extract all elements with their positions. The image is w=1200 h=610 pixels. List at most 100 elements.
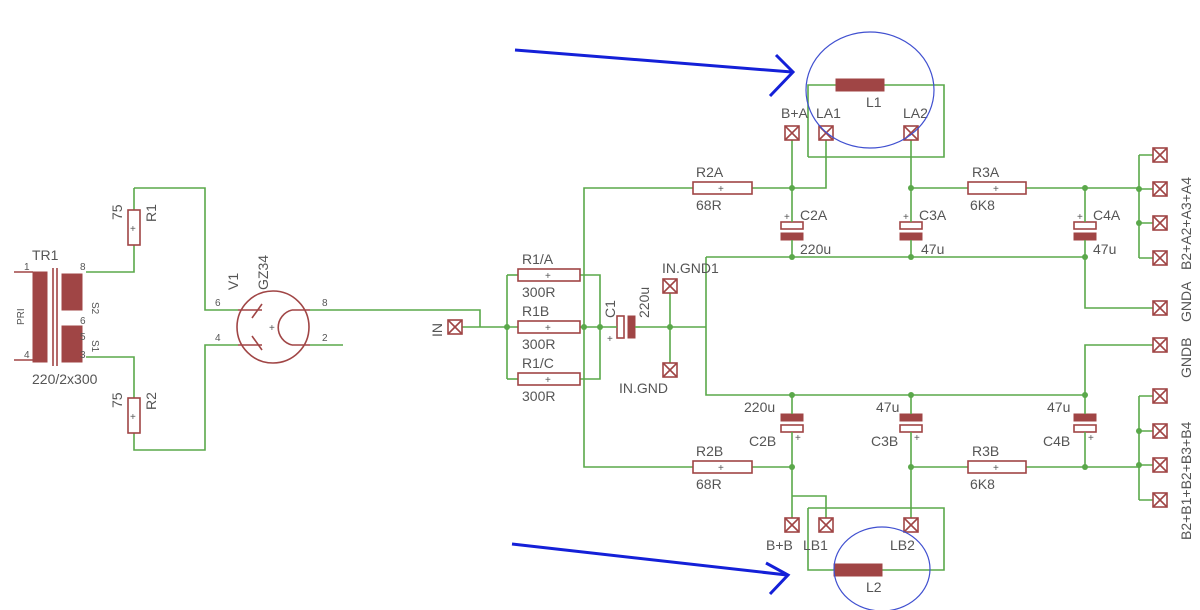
tr1-pin-4: 4 — [24, 350, 30, 361]
output-gnda-label: GNDA — [1178, 281, 1194, 322]
arrow-to-l1 — [514, 48, 793, 74]
c3b-ref: C3B — [871, 433, 898, 449]
c2b-value: 220u — [744, 399, 775, 415]
in-gnd1-pad: IN.GND1 — [662, 260, 719, 294]
r1b-ref: R1B — [522, 303, 549, 319]
v1-pin-6: 6 — [215, 298, 221, 309]
c4b-value: 47u — [1047, 399, 1070, 415]
l2-ref: L2 — [866, 579, 882, 595]
r2b-ref: R2B — [696, 443, 723, 459]
resistor-r3b: + R3B 6K8 — [967, 443, 1027, 492]
tr1-pin-1: 1 — [24, 262, 30, 273]
c2a-ref: C2A — [800, 207, 828, 223]
r1-value: 75 — [109, 204, 125, 220]
junction-dots — [504, 185, 1142, 470]
c3b-plus: + — [914, 433, 920, 444]
resistor-r2b: + R2B 68R — [692, 443, 753, 492]
resistor-r1: + 75 R1 — [109, 204, 159, 246]
r1b-value: 300R — [522, 336, 555, 352]
r2b-value: 68R — [696, 476, 722, 492]
r2a-plus: + — [718, 184, 724, 195]
r1a-value: 300R — [522, 284, 555, 300]
input-label: IN — [429, 323, 445, 337]
r1c-value: 300R — [522, 388, 555, 404]
resistor-r1b: + R1B 300R — [517, 303, 581, 352]
c1-ref: C1 — [602, 300, 618, 318]
c4b-plus: + — [1088, 433, 1094, 444]
resistor-r1c: + R1/C 300R — [517, 355, 581, 404]
r3a-ref: R3A — [972, 164, 1000, 180]
resistor-r2a: + R2A 68R — [692, 164, 753, 213]
v1-plus: + — [269, 323, 275, 334]
tr1-pin-3: 3 — [80, 350, 86, 361]
c3a-value: 47u — [921, 241, 944, 257]
v1-pin-4: 4 — [215, 333, 221, 344]
pad-b-plus-a-label: B+A — [781, 105, 809, 121]
pad-lb2: LB2 — [890, 517, 919, 553]
pad-b-plus-b-label: B+B — [766, 537, 793, 553]
capacitor-c4a: + C4A 47u — [1073, 207, 1121, 257]
in-gnd-label: IN.GND — [619, 380, 668, 396]
in-gnd-pad: IN.GND — [619, 362, 678, 396]
pad-la2-label: LA2 — [903, 105, 928, 121]
r1b-plus: + — [545, 323, 551, 334]
tr1-s2-label: S2 — [89, 302, 100, 315]
r3b-value: 6K8 — [970, 476, 995, 492]
c3b-value: 47u — [876, 399, 899, 415]
c2b-ref: C2B — [749, 433, 776, 449]
c3a-ref: C3A — [919, 207, 947, 223]
tr1-ref: TR1 — [32, 247, 59, 263]
pad-lb2-label: LB2 — [890, 537, 915, 553]
r2-value: 75 — [109, 392, 125, 408]
tr1-pin-5: 5 — [80, 332, 86, 343]
output-pads: B2+A2+A3+A4 GNDA GNDB B2+B1+B2+B3+B4 — [1152, 147, 1194, 540]
v1-pin-8: 8 — [322, 298, 328, 309]
capacitor-c1: + C1 220u — [602, 287, 652, 345]
output-a-group-label: B2+A2+A3+A4 — [1178, 177, 1194, 270]
tr1-pin-6: 6 — [80, 316, 86, 327]
r1-ref: R1 — [143, 204, 159, 222]
r2b-plus: + — [718, 463, 724, 474]
resistor-r1a: + R1/A 300R — [517, 251, 581, 300]
c3a-plus: + — [903, 212, 909, 223]
r3b-plus: + — [993, 463, 999, 474]
r1-plus: + — [130, 224, 136, 235]
pad-b-plus-b: B+B — [766, 517, 800, 553]
pad-lb1-label: LB1 — [803, 537, 828, 553]
l1-ref: L1 — [866, 94, 882, 110]
arrow-to-l2 — [511, 542, 788, 577]
capacitor-c2a: + C2A 220u — [780, 207, 831, 257]
c1-value: 220u — [636, 287, 652, 318]
pad-la1-label: LA1 — [816, 105, 841, 121]
c2b-plus: + — [795, 433, 801, 444]
rectifier-tube-v1: + V1 GZ34 6 4 8 2 — [215, 255, 328, 364]
highlight-ring-l2 — [833, 526, 931, 610]
capacitor-c3a: + C3A 47u — [899, 207, 947, 257]
pad-b-plus-a: B+A — [781, 105, 809, 141]
c2a-value: 220u — [800, 241, 831, 257]
tr1-s1-label: S1 — [89, 340, 100, 353]
annotations — [511, 31, 935, 610]
inductor-l1: L1 — [835, 78, 885, 110]
r1a-plus: + — [545, 271, 551, 282]
r1c-plus: + — [545, 375, 551, 386]
v1-value: GZ34 — [255, 255, 271, 290]
tr1-primary-label: PRI — [16, 308, 27, 325]
r1c-ref: R1/C — [522, 355, 554, 371]
v1-ref: V1 — [225, 273, 241, 290]
r3b-ref: R3B — [972, 443, 999, 459]
c4a-plus: + — [1077, 212, 1083, 223]
r3a-value: 6K8 — [970, 197, 995, 213]
r3a-plus: + — [993, 184, 999, 195]
c4a-ref: C4A — [1093, 207, 1121, 223]
transformer-tr1: TR1 220/2x300 PRI S2 S1 1 4 8 6 5 3 — [14, 247, 100, 387]
in-gnd1-label: IN.GND1 — [662, 260, 719, 276]
highlight-ring-l1 — [805, 31, 935, 149]
r2a-value: 68R — [696, 197, 722, 213]
capacitor-c3b: + 47u C3B — [871, 399, 923, 449]
pad-lb1: LB1 — [803, 517, 834, 553]
resistor-r3a: + R3A 6K8 — [967, 164, 1027, 213]
tr1-value: 220/2x300 — [32, 371, 98, 387]
tr1-pin-8: 8 — [80, 262, 86, 273]
